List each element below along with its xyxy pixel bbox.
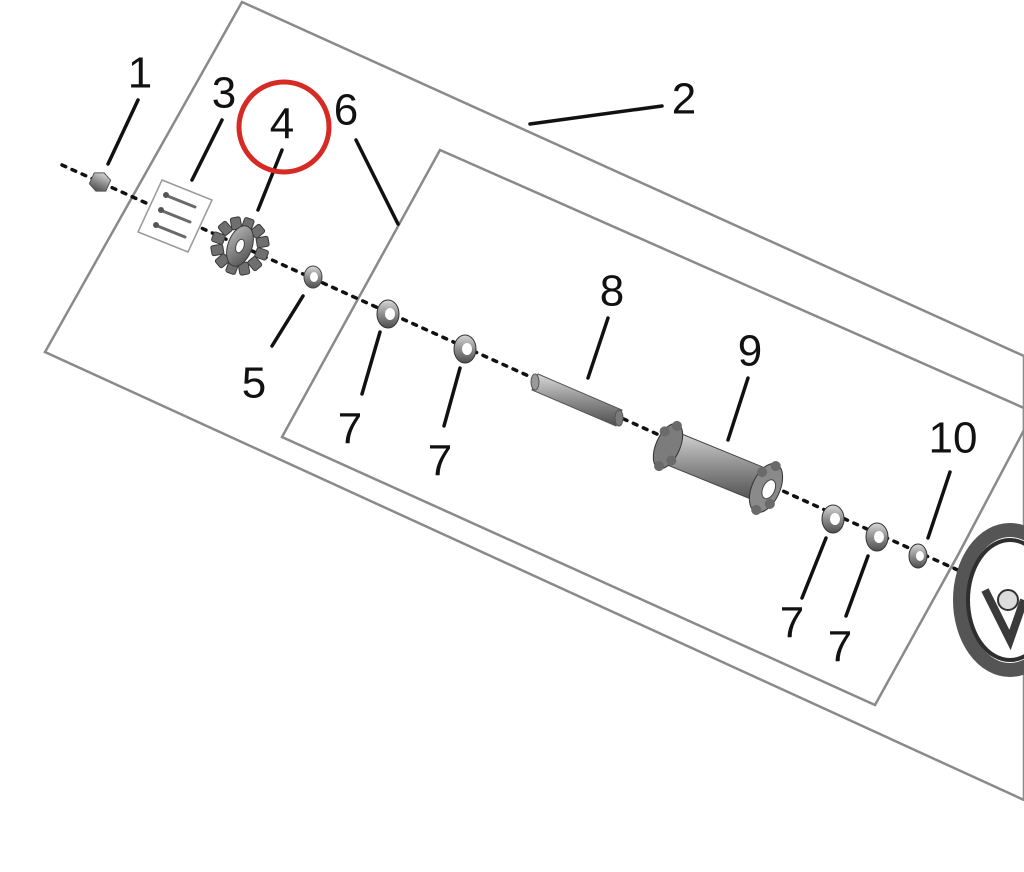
leader-line-3 xyxy=(190,118,224,182)
highlight-circle xyxy=(236,79,332,175)
bearing-part xyxy=(453,334,477,364)
leader-line-10 xyxy=(926,470,952,540)
leader-line-2 xyxy=(528,104,664,126)
callout-9: 9 xyxy=(738,327,762,376)
leader-line-7a xyxy=(360,330,382,396)
inner-subassembly-frame xyxy=(280,148,1024,707)
callout-8: 8 xyxy=(600,267,624,316)
callout-3: 3 xyxy=(212,69,236,118)
spacer-tube-part xyxy=(530,373,624,427)
callout-2: 2 xyxy=(672,75,696,124)
callout-5: 5 xyxy=(242,359,266,408)
outer-assembly-frame xyxy=(43,0,1024,802)
leader-line-6 xyxy=(354,138,400,226)
leader-line-5 xyxy=(270,294,305,348)
hub-part xyxy=(652,420,784,515)
callout-7: 7 xyxy=(338,405,362,454)
leader-line-8 xyxy=(586,316,610,380)
leader-line-1 xyxy=(106,98,140,166)
leader-line-4 xyxy=(256,148,284,212)
leader-line-7d xyxy=(844,554,870,618)
bolt-kit-part xyxy=(136,179,214,253)
bearing-part xyxy=(821,504,845,534)
bearing-part xyxy=(376,299,400,329)
callout-7: 7 xyxy=(428,437,452,486)
callout-7: 7 xyxy=(828,623,852,672)
spacer-ring-part xyxy=(908,543,928,569)
leader-line-9 xyxy=(726,376,750,442)
wheel-rim-part xyxy=(953,523,1024,677)
callout-10: 10 xyxy=(929,414,978,463)
leader-line-7b xyxy=(442,366,462,428)
callout-1: 1 xyxy=(128,49,152,98)
washer-part xyxy=(303,265,323,289)
callout-6: 6 xyxy=(334,86,358,135)
nut-part xyxy=(88,172,112,192)
leader-line-7c xyxy=(800,536,828,600)
sprocket-part xyxy=(210,216,270,276)
callout-7: 7 xyxy=(780,599,804,648)
callout-4: 4 xyxy=(270,100,294,149)
bearing-part xyxy=(865,522,889,552)
